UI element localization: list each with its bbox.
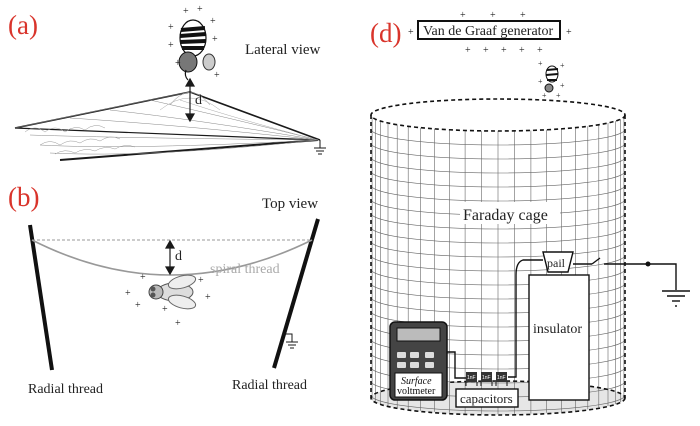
svg-text:+: + — [183, 6, 189, 17]
capacitor-2-label: 1nF — [482, 375, 491, 381]
distance-arrow-a — [184, 77, 196, 123]
radial-thread-left — [28, 224, 54, 371]
svg-text:+: + — [501, 45, 507, 56]
svg-text:+: + — [212, 34, 218, 45]
ground-icon-d — [662, 290, 690, 307]
capacitor-row: 1nF 1nF 1nF — [465, 372, 508, 386]
wiring — [447, 257, 677, 379]
capacitor-3-label: 1nF — [497, 375, 506, 381]
panel-a-tag: (a) — [8, 10, 38, 40]
panel-d-tag: (d) — [370, 18, 401, 48]
svg-text:+: + — [197, 4, 203, 15]
svg-text:+: + — [538, 59, 543, 68]
svg-text:+: + — [465, 45, 471, 56]
svg-text:+: + — [537, 45, 543, 56]
ground-icon-b — [282, 333, 298, 349]
radial-thread-left-label: Radial thread — [28, 382, 103, 397]
ground-icon-a — [314, 140, 326, 155]
cage-label-bg — [460, 202, 560, 224]
distance-arrow-b — [164, 239, 176, 276]
surface-voltmeter: Surface voltmeter — [389, 321, 448, 401]
insulator-label: insulator — [533, 322, 582, 337]
distance-label-a: d — [195, 93, 202, 108]
voltmeter-label-2: voltmeter — [397, 386, 436, 397]
panel-d: (d) Van de Graaf generator ++ +++ ++ +++… — [370, 10, 690, 416]
svg-text:+: + — [168, 22, 174, 33]
fly-icon: + + + + + + + — [125, 272, 211, 329]
voltmeter-display — [396, 327, 441, 342]
svg-text:+: + — [538, 77, 543, 86]
capacitors-box — [455, 388, 519, 408]
capacitor-1-label: 1nF — [467, 375, 476, 381]
generator-label: Van de Graaf generator — [423, 24, 554, 39]
panel-b-tag: (b) — [8, 182, 39, 212]
pail — [542, 251, 574, 273]
svg-text:+: + — [460, 10, 466, 21]
radial-thread-right — [272, 218, 320, 369]
junction-dot — [645, 261, 651, 267]
svg-text:+: + — [542, 91, 547, 100]
bee-icon: + + + + + + + + — [168, 4, 220, 81]
svg-text:+: + — [125, 288, 131, 299]
voltmeter-label-1: Surface — [401, 376, 432, 387]
bee-small-icon: + + + + + + — [538, 59, 565, 100]
radial-thread-right-label: Radial thread — [232, 378, 307, 393]
distance-label-b: d — [175, 249, 182, 264]
svg-text:+: + — [210, 16, 216, 27]
svg-text:+: + — [205, 292, 211, 303]
generator-box — [417, 20, 561, 40]
pail-label: pail — [547, 256, 566, 270]
svg-text:+: + — [408, 27, 414, 38]
svg-text:+: + — [490, 10, 496, 21]
panel-a: (a) Lateral view — [8, 4, 326, 161]
svg-text:+: + — [168, 40, 174, 51]
svg-text:+: + — [135, 300, 141, 311]
capacitors-label: capacitors — [460, 391, 513, 406]
spiral-thread — [31, 239, 313, 276]
faraday-cage-label: Faraday cage — [463, 207, 548, 224]
generator-charges: + + + + + + + + + + — [408, 10, 572, 56]
panel-b: (b) Top view d spiral thread + + + + + + — [8, 182, 320, 397]
svg-text:+: + — [519, 45, 525, 56]
web-lateral — [14, 91, 321, 161]
lateral-view-label: Lateral view — [245, 42, 321, 58]
svg-text:+: + — [520, 10, 526, 21]
svg-text:+: + — [175, 58, 181, 69]
top-view-label: Top view — [262, 196, 318, 212]
capacitor-1 — [466, 372, 477, 382]
svg-text:+: + — [162, 304, 168, 315]
svg-text:+: + — [560, 61, 565, 70]
svg-text:+: + — [175, 318, 181, 329]
capacitor-3 — [496, 372, 507, 382]
svg-text:+: + — [560, 81, 565, 90]
svg-text:+: + — [566, 27, 572, 38]
svg-text:+: + — [198, 275, 204, 286]
capacitor-2 — [481, 372, 492, 382]
svg-text:+: + — [556, 91, 561, 100]
insulator — [528, 274, 590, 401]
svg-text:+: + — [140, 272, 146, 283]
svg-text:+: + — [214, 70, 220, 81]
spiral-thread-label: spiral thread — [210, 262, 280, 277]
svg-text:+: + — [483, 45, 489, 56]
